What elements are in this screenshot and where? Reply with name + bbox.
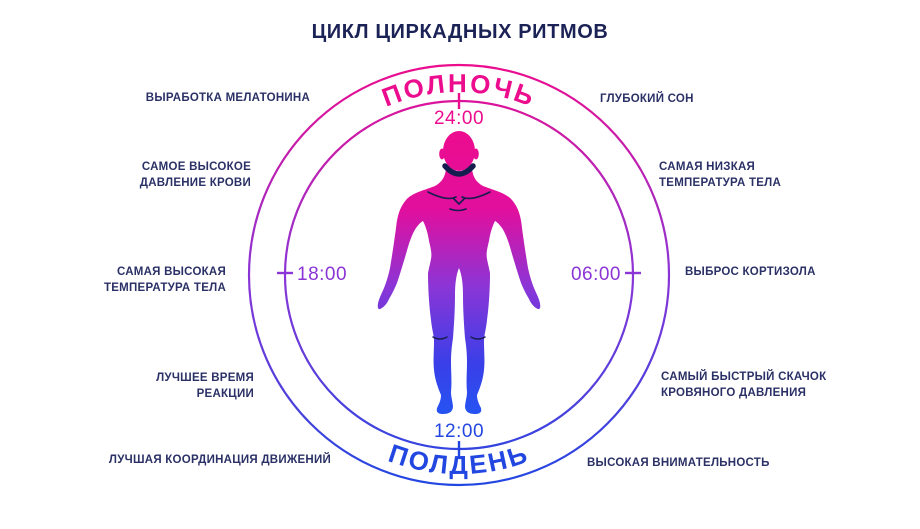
annotation-cortisol-release: ВЫБРОС КОРТИЗОЛА [685, 264, 816, 280]
annotation-line: ГЛУБОКИЙ СОН [600, 93, 694, 105]
annotation-line: РЕАКЦИИ [196, 388, 254, 400]
annotation-line: ВЫСОКАЯ ВНИМАТЕЛЬНОСТЬ [587, 457, 770, 469]
annotation-line: ЛУЧШАЯ КООРДИНАЦИЯ ДВИЖЕНИЙ [108, 454, 331, 466]
annotation-line: ВЫРАБОТКА МЕЛАТОНИНА [145, 92, 310, 104]
figure-chest-line [449, 208, 467, 212]
annotation-line: ЛУЧШЕЕ ВРЕМЯ [156, 372, 254, 384]
figure-ear-right [473, 148, 479, 160]
annotation-line: ДАВЛЕНИЕ КРОВИ [139, 177, 251, 189]
annotation-high-alertness: ВЫСОКАЯ ВНИМАТЕЛЬНОСТЬ [587, 455, 770, 471]
annotation-line: ВЫБРОС КОРТИЗОЛА [685, 266, 816, 278]
figure-ear-left [439, 148, 445, 160]
human-body-icon [377, 131, 541, 414]
annotation-best-reaction-time: ЛУЧШЕЕ ВРЕМЯ РЕАКЦИИ [156, 370, 254, 402]
time-06: 06:00 [571, 264, 621, 285]
annotation-line: ТЕМПЕРАТУРА ТЕЛА [103, 282, 226, 294]
time-18: 18:00 [297, 264, 347, 285]
figure-collarbone-lines [427, 191, 491, 205]
figure-knee-lines [432, 336, 486, 340]
figure-body [377, 169, 541, 414]
annotation-best-coordination: ЛУЧШАЯ КООРДИНАЦИЯ ДВИЖЕНИЙ [109, 452, 331, 468]
time-12: 12:00 [434, 421, 484, 442]
figure-head [443, 131, 475, 171]
annotation-line: САМАЯ ВЫСОКАЯ [116, 266, 226, 278]
annotation-blood-pressure-spike: САМЫЙ БЫСТРЫЙ СКАЧОК КРОВЯНОГО ДАВЛЕНИЯ [661, 369, 826, 401]
annotation-highest-blood-pressure: САМОЕ ВЫСОКОЕ ДАВЛЕНИЕ КРОВИ [140, 159, 251, 191]
page-title: ЦИКЛ ЦИРКАДНЫХ РИТМОВ [311, 21, 609, 43]
outer-ring [247, 63, 671, 487]
annotation-highest-body-temperature: САМАЯ ВЫСОКАЯ ТЕМПЕРАТУРА ТЕЛА [104, 264, 226, 296]
figure-neck-shadow [442, 163, 476, 177]
annotation-line: КРОВЯНОГО ДАВЛЕНИЯ [661, 387, 807, 399]
annotation-deep-sleep: ГЛУБОКИЙ СОН [600, 91, 694, 107]
time-24: 24:00 [434, 108, 484, 129]
annotation-line: САМЫЙ БЫСТРЫЙ СКАЧОК [661, 371, 827, 383]
annotation-melatonin-production: ВЫРАБОТКА МЕЛАТОНИНА [146, 90, 310, 106]
annotation-line: САМАЯ НИЗКАЯ [659, 161, 756, 173]
annotation-lowest-body-temperature: САМАЯ НИЗКАЯ ТЕМПЕРАТУРА ТЕЛА [659, 159, 781, 191]
annotation-line: ТЕМПЕРАТУРА ТЕЛА [659, 177, 782, 189]
annotation-line: САМОЕ ВЫСОКОЕ [141, 161, 251, 173]
